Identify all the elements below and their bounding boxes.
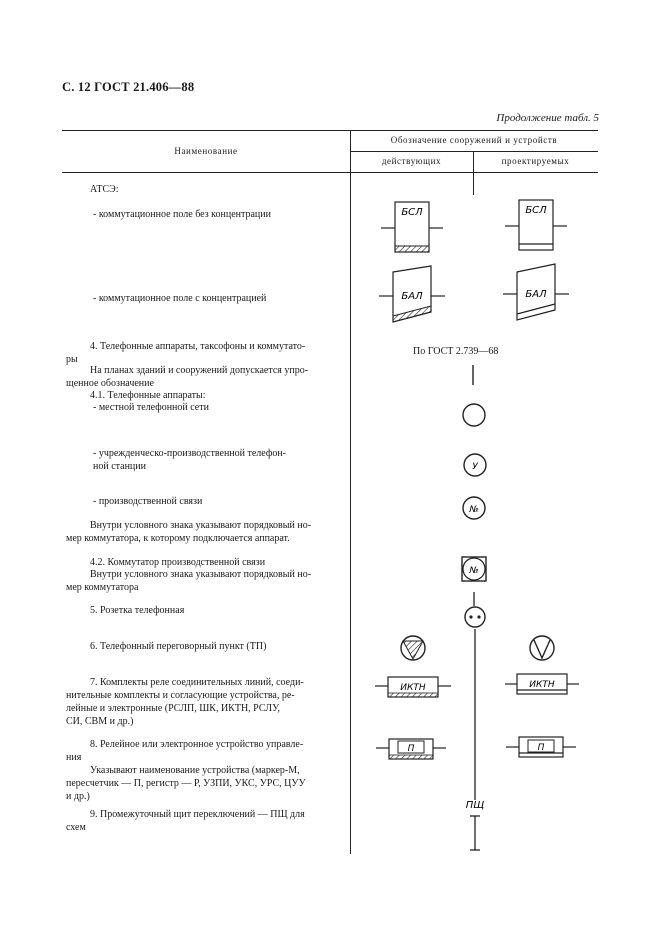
table-header-rule xyxy=(62,172,598,173)
relay-7-l1: 7. Комплекты реле соединительных линий, … xyxy=(90,677,304,688)
row-shield-9: 9. Промежуточный щит переключений — ПЩ д… xyxy=(66,808,342,834)
plans-note-l2: щенное обозначение xyxy=(66,378,154,389)
device-existing-symbol: П xyxy=(376,738,446,760)
page-header: С. 12 ГОСТ 21.406—88 xyxy=(62,80,195,94)
bal-label-projected: БАЛ xyxy=(525,289,547,300)
phones-title-l1: 4. Телефонные аппараты, таксофоны и комм… xyxy=(90,341,306,352)
device-note-l1: Указывают наименование устройства (марке… xyxy=(90,765,300,776)
row-socket-5: 5. Розетка телефонная xyxy=(90,605,185,616)
inside-note1-l1: Внутри условного знака указывают порядко… xyxy=(90,520,312,531)
bsl-projected-symbol: БСЛ xyxy=(505,199,567,251)
row-field-conc: - коммутационное поле с концентрацией xyxy=(93,293,267,304)
row-local-net: - местной телефонной сети xyxy=(93,402,209,413)
psch-label: ПЩ xyxy=(466,800,485,811)
bal-existing-symbol: БАЛ xyxy=(379,265,445,323)
row-relay-7: 7. Комплекты реле соединительных линий, … xyxy=(66,676,342,728)
subheader-rule xyxy=(350,151,598,152)
talk-point-projected-symbol xyxy=(529,635,555,661)
table-top-rule xyxy=(62,130,598,131)
p-label: П xyxy=(408,744,415,754)
p-label-projected: П xyxy=(538,743,545,753)
col-header-symbol: Обозначение сооружений и устройств xyxy=(390,135,558,145)
plans-note-l1: На планах зданий и сооружений допускаетс… xyxy=(90,365,309,376)
num-label: № xyxy=(468,505,478,515)
col-header-projected: проектируемых xyxy=(501,156,570,166)
relay-7-l2: нительные комплекты и согласующие устрой… xyxy=(66,690,295,701)
col-header-name: Наименование xyxy=(174,146,238,156)
row-switch-42: 4.2. Коммутатор производственной связи xyxy=(90,557,266,568)
row-device-8: 8. Релейное или электронное устройство у… xyxy=(66,738,342,764)
bsl-existing-symbol: БСЛ xyxy=(381,201,443,253)
device-projected-symbol: П xyxy=(506,736,576,758)
table-continuation: Продолжение табл. 5 xyxy=(496,112,599,124)
prod-phone-symbol: № xyxy=(462,496,486,520)
row-point-6: 6. Телефонный переговорный пункт (ТП) xyxy=(90,641,267,652)
shield-9-l1: 9. Промежуточный щит переключений — ПЩ д… xyxy=(90,809,305,820)
iktn-projected-symbol: ИКТН xyxy=(505,673,579,695)
iktn-label-projected: ИКТН xyxy=(529,680,555,690)
col-divider-sub xyxy=(473,151,474,195)
talk-point-existing-symbol xyxy=(400,635,426,661)
socket-symbol xyxy=(464,606,486,628)
inside-note2-l1: Внутри условного знака указывают порядко… xyxy=(90,569,312,580)
row-inside-note2: Внутри условного знака указывают порядко… xyxy=(66,568,342,594)
row-phones-41: 4.1. Телефонные аппараты: xyxy=(90,390,206,401)
row-phones-title: 4. Телефонные аппараты, таксофоны и комм… xyxy=(66,340,342,366)
row-atse: АТСЭ: xyxy=(90,184,119,195)
u-label: У xyxy=(472,462,478,472)
device-8-l1: 8. Релейное или электронное устройство у… xyxy=(90,739,304,750)
row-inside-note1: Внутри условного знака указывают порядко… xyxy=(66,519,342,545)
local-phone-symbol xyxy=(462,403,486,427)
num-label-switch: № xyxy=(468,566,478,576)
bal-label: БАЛ xyxy=(401,291,423,302)
row-field-no-conc: - коммутационное поле без концентрации xyxy=(93,209,271,220)
row-device-note: Указывают наименование устройства (марке… xyxy=(66,764,342,803)
inside-note2-l2: мер коммутатора xyxy=(66,582,139,593)
psch-symbol: ПЩ xyxy=(466,800,485,851)
device-note-l2: пересчетчик — П, регистр — Р, УЗПИ, УКС,… xyxy=(66,778,306,789)
shield-9-l2: схем xyxy=(66,822,86,833)
relay-7-l3: лейные и электронные (РСЛП, ШК, ИКТН, РС… xyxy=(66,703,281,714)
row-inst-station: - учрежденческо-производственной телефон… xyxy=(93,447,343,473)
iktn-existing-symbol: ИКТН xyxy=(375,676,451,698)
row-prod-link: - производственной связи xyxy=(93,496,203,507)
row-plans-note: На планах зданий и сооружений допускаетс… xyxy=(66,364,342,390)
col-divider-main xyxy=(350,130,351,854)
device-8-l2: ния xyxy=(66,752,82,763)
bal-projected-symbol: БАЛ xyxy=(503,263,569,321)
inside-note1-l2: мер коммутатора, к которому подключается… xyxy=(66,533,290,544)
bsl-label-projected: БСЛ xyxy=(525,205,547,216)
bsl-label: БСЛ xyxy=(401,207,423,218)
switchboard-symbol: № xyxy=(461,556,487,582)
iktn-label: ИКТН xyxy=(400,683,426,693)
inst-station-l2: ной станции xyxy=(93,461,146,472)
inst-station-l1: - учрежденческо-производственной телефон… xyxy=(93,448,287,459)
gost-reference: По ГОСТ 2.739—68 xyxy=(413,346,499,357)
inst-phone-symbol: У xyxy=(463,453,487,477)
relay-7-l4: СИ, СВМ и др.) xyxy=(66,716,134,727)
device-note-l3: и др.) xyxy=(66,791,90,802)
phones-title-l2: ры xyxy=(66,354,78,365)
col-header-existing: действующих xyxy=(381,156,442,166)
